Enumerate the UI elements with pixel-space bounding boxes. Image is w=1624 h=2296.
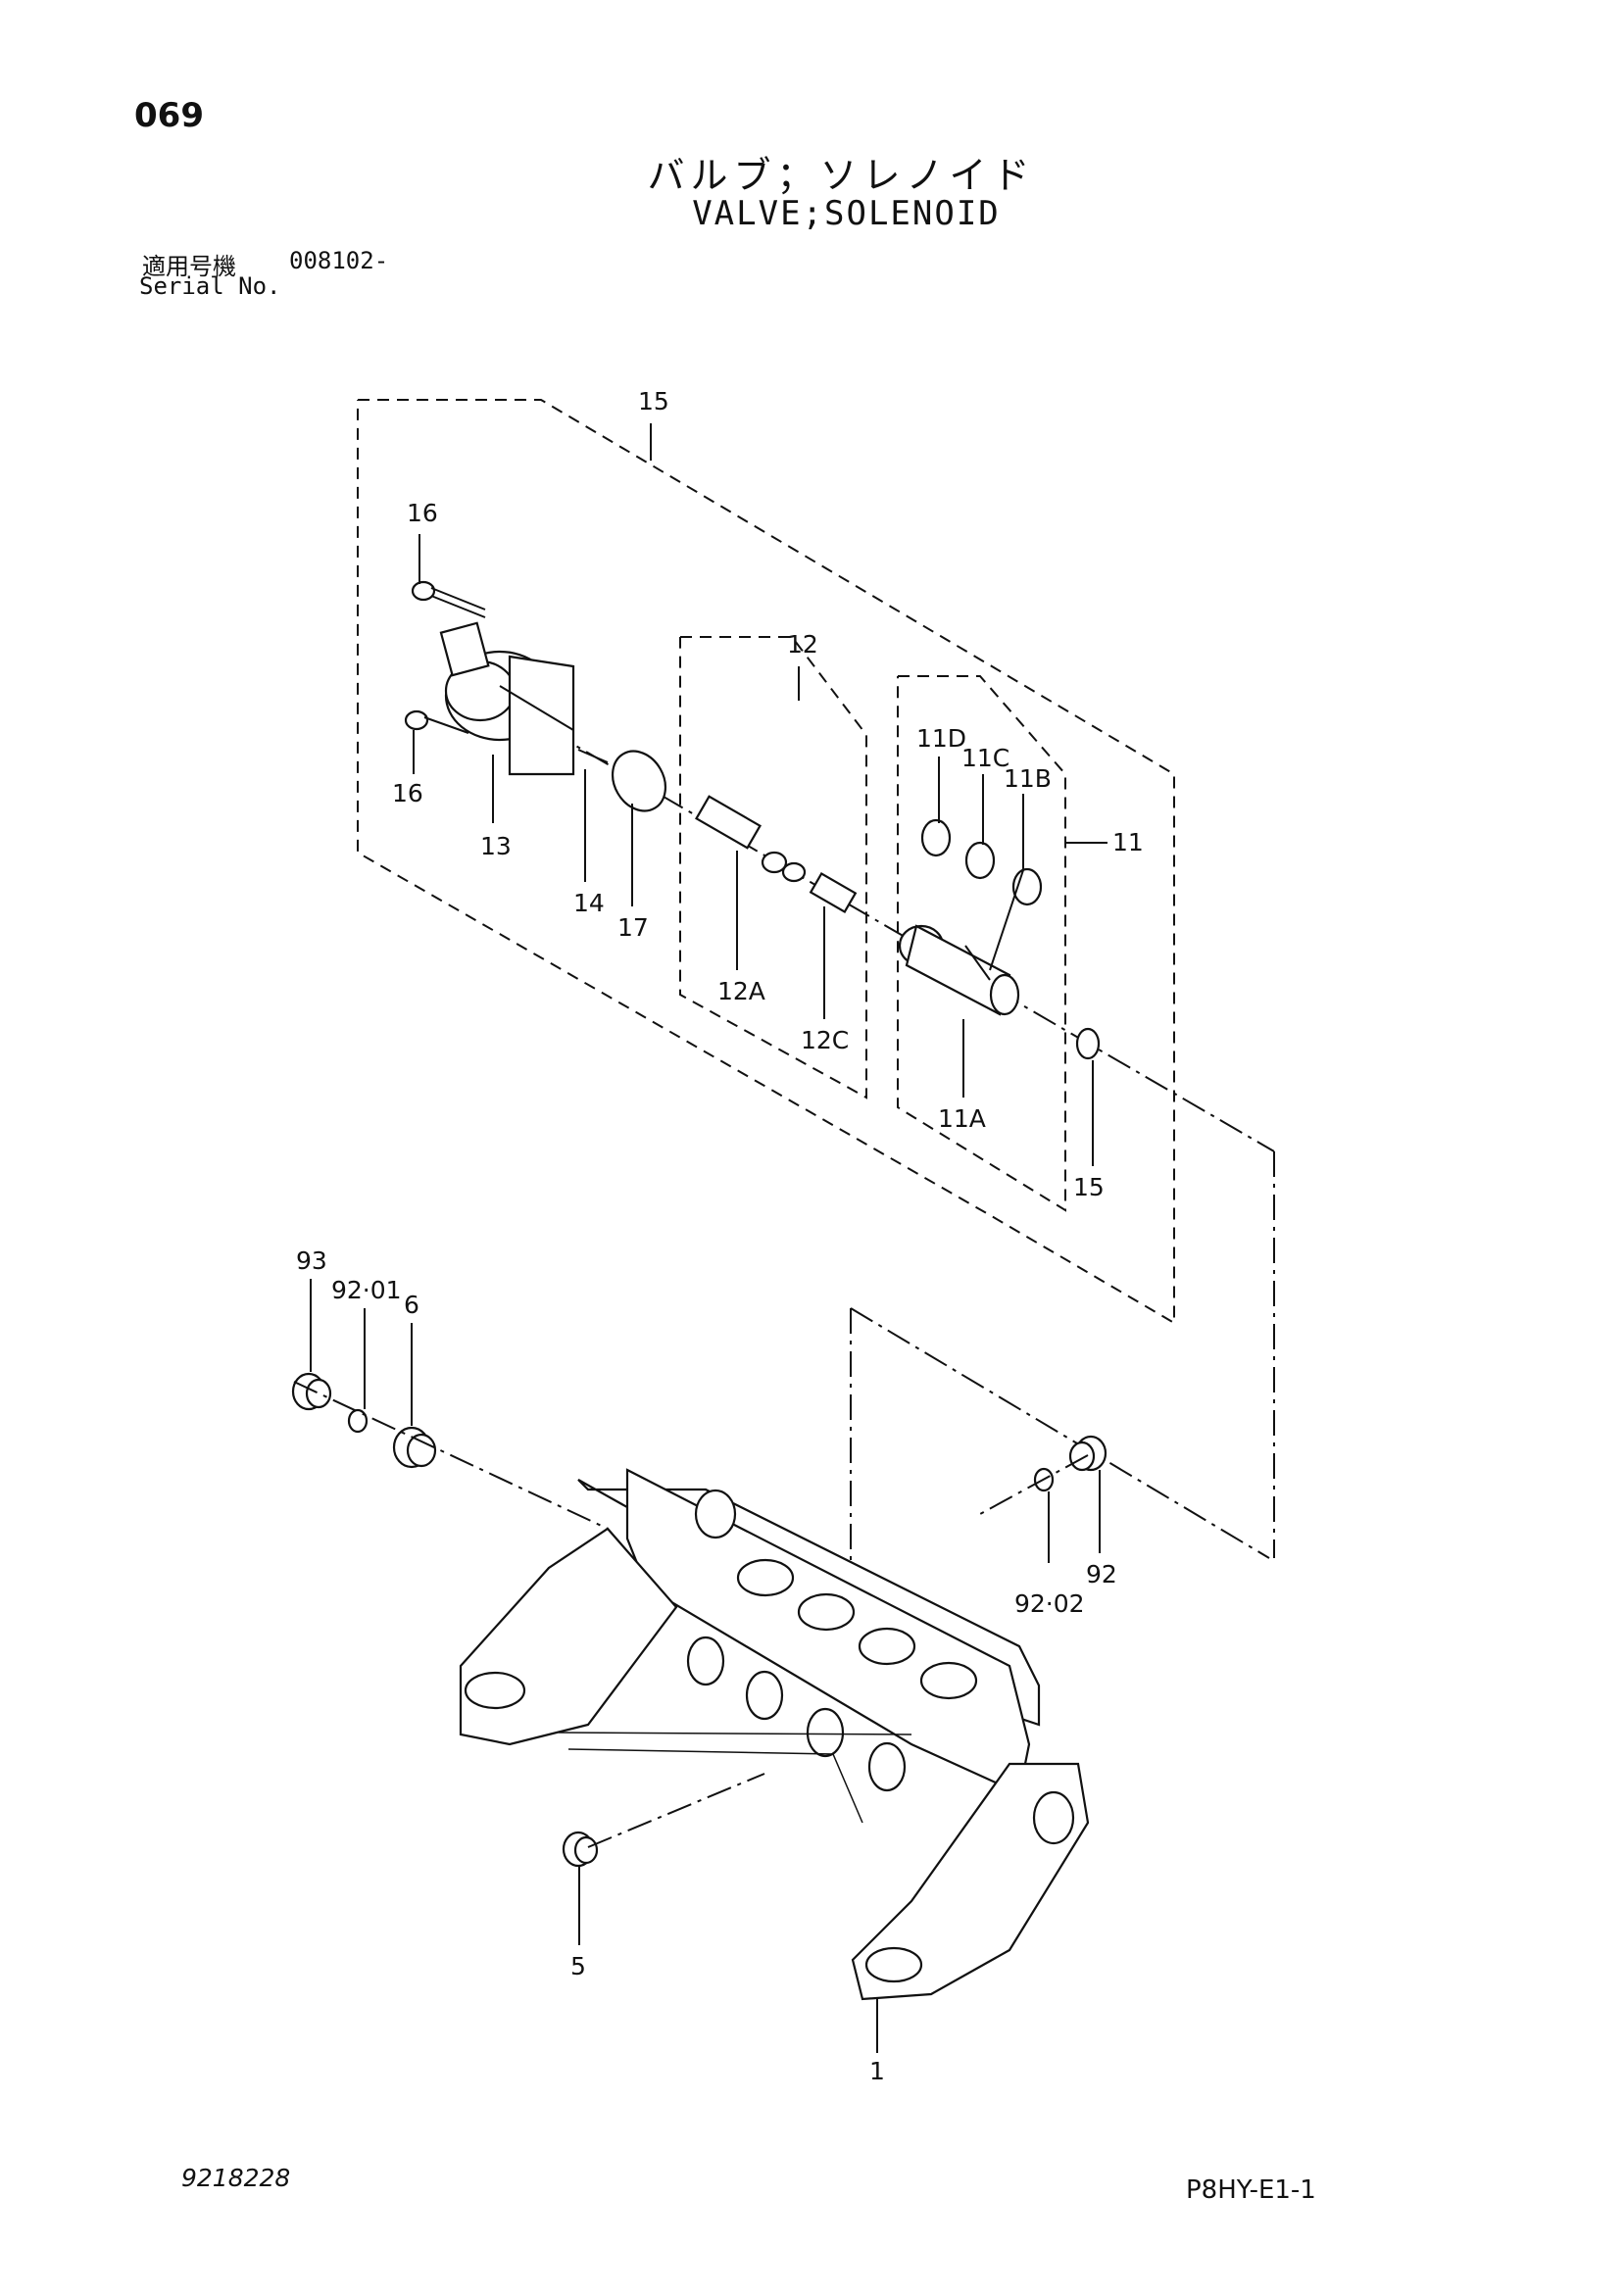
callout-92-01: 92·01 [331, 1276, 402, 1304]
callout-11A: 11A [938, 1104, 986, 1133]
callout-1: 1 [869, 2057, 885, 2085]
plug-5-axis-line [587, 1773, 765, 1848]
valve-cartridge [898, 924, 1020, 1016]
subassembly-boundary-11 [897, 675, 1066, 1212]
callout-16-top: 16 [407, 499, 438, 527]
spring-pin [577, 749, 609, 763]
serial-number-value: 008102- [289, 247, 389, 274]
page-number: 069 [134, 96, 204, 135]
valve-body [459, 1468, 1090, 2001]
assembly-axis-line [548, 729, 1275, 1152]
assembly-boundary-15 [357, 399, 1175, 1325]
serial-label-japanese: 適用号機 [142, 253, 236, 280]
o-ring [611, 750, 667, 812]
callout-6: 6 [404, 1291, 419, 1319]
callout-92: 92 [1086, 1560, 1117, 1588]
callout-11D: 11D [916, 724, 966, 753]
plug-axis-line [293, 1381, 609, 1530]
plug-92 [1068, 1435, 1107, 1472]
callout-5: 5 [570, 1952, 586, 1980]
callout-15-top: 15 [638, 387, 669, 415]
snap-ring [1075, 1027, 1101, 1060]
callout-11: 11 [1112, 828, 1144, 856]
page-code: P8HY-E1-1 [1186, 2175, 1316, 2205]
callout-17: 17 [617, 913, 649, 942]
callout-93: 93 [296, 1246, 327, 1275]
callout-13: 13 [480, 832, 512, 860]
callout-14: 14 [573, 889, 605, 917]
callout-15-bottom: 15 [1073, 1173, 1105, 1201]
plug-92-axis-line [979, 1454, 1089, 1515]
title-english: VALVE;SOLENOID [692, 194, 1001, 233]
leader-lines [310, 423, 1107, 2053]
spring [809, 871, 858, 914]
solenoid-coil [439, 621, 575, 776]
bore-axis-line [850, 1307, 1270, 1559]
plug-5 [562, 1831, 599, 1868]
title-japanese: バルブ；ソレノイド [647, 154, 1036, 197]
callout-12C: 12C [801, 1026, 849, 1054]
subassembly-boundary-12 [679, 636, 867, 1099]
serial-label-english: Serial No. [139, 272, 281, 300]
callout-11B: 11B [1004, 764, 1052, 793]
seal-ring-c [964, 841, 996, 880]
callout-12A: 12A [717, 977, 765, 1005]
callout-92-02: 92·02 [1014, 1589, 1085, 1618]
screw-lower [404, 709, 469, 734]
plug-93 [291, 1372, 332, 1411]
callout-12: 12 [787, 630, 818, 659]
spool [695, 795, 807, 883]
plug-6 [392, 1426, 437, 1469]
callout-16-bottom: 16 [392, 779, 423, 807]
callout-11C: 11C [961, 744, 1009, 772]
seal-ring-d [920, 818, 952, 857]
drawing-number: 9218228 [181, 2164, 291, 2192]
screw-upper [411, 580, 486, 618]
o-ring-92-01 [347, 1408, 369, 1434]
